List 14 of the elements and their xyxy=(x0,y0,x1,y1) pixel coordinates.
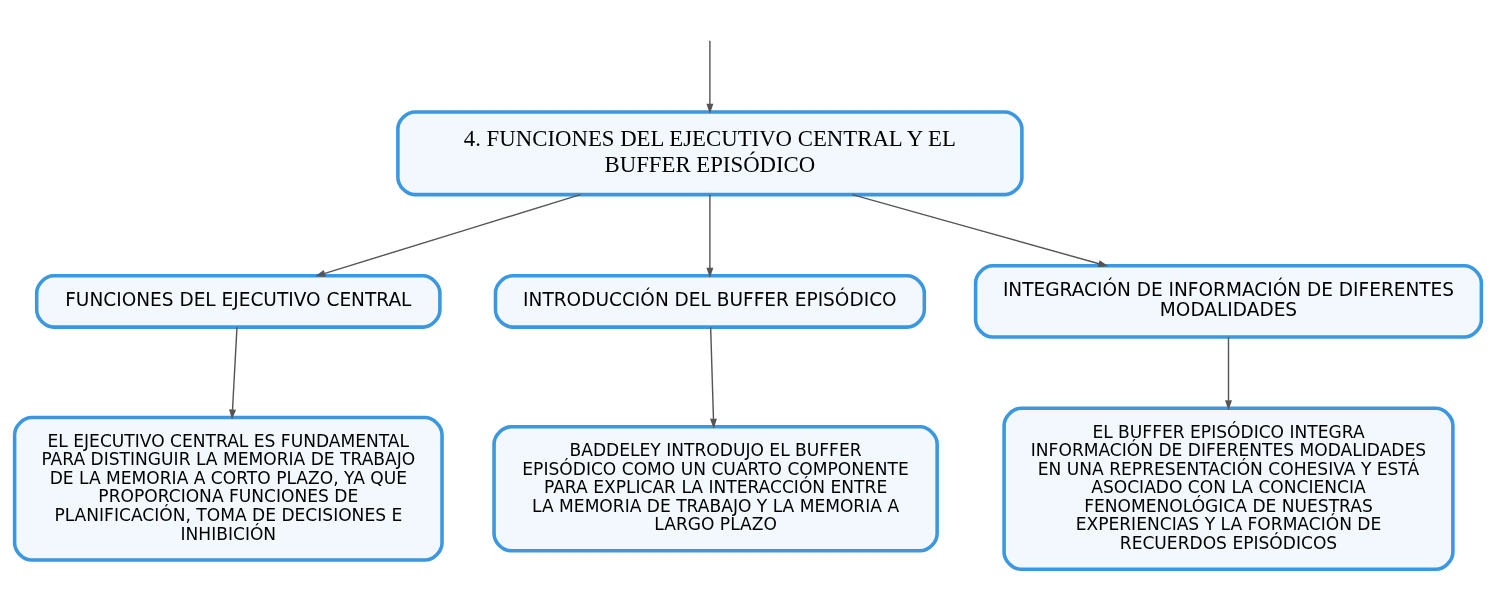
node-box: EL BUFFER EPISÓDICO INTEGRA INFORMACIÓN DE DIFERENTES MODALIDADES EN UNA REPRESENTACIÓN COHESIVA Y ESTÁ ASOCIADO CON LA CONCIENCIA FENOMENOLÓGICA DE NUESTRAS EXPERIENCIAS Y LA FORMACIÓN DE RECUERDOS EPISÓDICOS xyxy=(1002,406,1455,572)
arrow xyxy=(706,194,714,278)
node-box: INTEGRACIÓN DE INFORMACIÓN DE DIFERENTES MODALIDADES xyxy=(973,264,1484,339)
arrow xyxy=(706,40,714,114)
node-box: BADDELEY INTRODUJO EL BUFFER EPISÓDICO COMO UN CUARTO COMPONENTE PARA EXPLICAR LA INTERACCIÓN ENTRE LA MEMORIA DE TRABAJO Y LA MEMORIA A LARGO PLAZO xyxy=(492,425,939,553)
node-box: INTRODUCCIÓN DEL BUFFER EPISÓDICO xyxy=(493,274,927,329)
node-box: 4. FUNCIONES DEL EJECUTIVO CENTRAL Y EL BUFFER EPISÓDICO xyxy=(396,110,1024,197)
arrow xyxy=(229,326,238,420)
node-box: EL EJECUTIVO CENTRAL ES FUNDAMENTAL PARA DISTINGUIR LA MEMORIA DE TRABAJO DE LA MEMORIA A CORTO PLAZO, YA QUE PROPORCIONA FUNCIONES DE PLANIFICACIÓN, TOMA DE DECISIONES E INHIBICIÓN xyxy=(12,415,444,562)
arrow xyxy=(851,193,1109,268)
arrow xyxy=(1225,336,1232,411)
arrow xyxy=(315,193,582,277)
arrow xyxy=(709,326,717,429)
node-box: FUNCIONES DEL EJECUTIVO CENTRAL xyxy=(34,274,442,329)
